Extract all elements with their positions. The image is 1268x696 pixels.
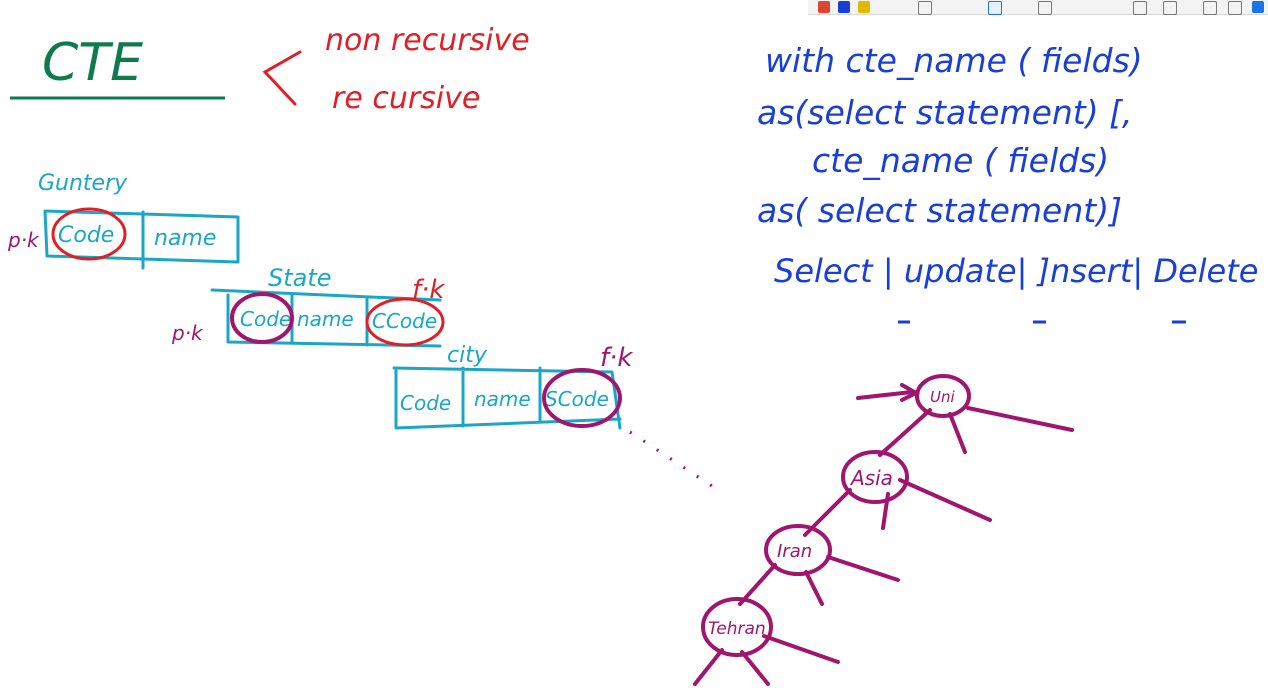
country-col-code: Code (58, 223, 114, 248)
tree-node-tehran (701, 597, 773, 657)
lasso-icon[interactable] (918, 1, 932, 15)
syntax-line-5: Select | update| ]nsert| Delete (774, 252, 1258, 290)
highlighter-icon[interactable] (838, 1, 850, 13)
state-col-code: Code (240, 307, 291, 331)
types-bracket (262, 50, 302, 106)
tree-node-uni-label: Uni (930, 388, 955, 406)
city-col-name: name (474, 387, 531, 411)
table-country-name: Guntery (38, 171, 128, 196)
state-pk-circle (230, 292, 294, 344)
hierarchy-tree: Uni Asia Iran Tehran (693, 374, 1074, 686)
table-state-name: State (268, 264, 332, 292)
city-fk-label: f·k (600, 343, 633, 373)
state-pk-label: p·k (171, 321, 204, 345)
table-city: city Code name SCode f·k (392, 343, 713, 488)
syntax-line-3: cte_name ( fields) (812, 141, 1109, 180)
city-col-scode: SCode (545, 387, 609, 411)
syntax-line-4: as( select statement)] (757, 191, 1122, 230)
city-fk-circle (542, 368, 622, 428)
tree-node-asia (841, 450, 909, 504)
state-col-name: name (297, 307, 354, 331)
cte-title: CTE (42, 33, 143, 93)
tree-node-uni (915, 374, 971, 418)
undo-icon[interactable] (988, 1, 1002, 15)
minimize-icon[interactable] (1203, 1, 1217, 15)
continuation-dots (629, 430, 713, 488)
state-fk-circle (365, 297, 445, 347)
country-pk-circle (51, 207, 127, 261)
tree-node-iran-label: Iran (777, 541, 812, 562)
type-recursive: re cursive (332, 81, 480, 116)
state-fk-label: f·k (412, 275, 445, 305)
syntax-line-2: as(select statement) [, (757, 93, 1132, 132)
menu-icon[interactable] (1163, 1, 1177, 15)
table-city-name: city (447, 343, 488, 368)
pen-color-icon[interactable] (818, 1, 830, 13)
country-pk-label: p·k (7, 228, 40, 252)
close-icon[interactable] (1252, 1, 1264, 13)
tree-node-tehran-label: Tehran (708, 619, 766, 639)
drawing-toolbar (808, 0, 1268, 15)
eraser-icon[interactable] (858, 1, 870, 13)
maximize-icon[interactable] (1228, 1, 1242, 15)
tree-node-asia-text: Asia (849, 466, 893, 490)
type-non-recursive: non recursive (325, 23, 530, 58)
tree-node-iran (764, 524, 832, 576)
table-state: State Code name CCode p·k f·k (171, 264, 445, 348)
syntax-line-1: with cte_name ( fields) (765, 41, 1143, 80)
table-country: Guntery Code name p·k (7, 171, 240, 270)
window-icon[interactable] (1133, 1, 1147, 15)
state-col-ccode: CCode (372, 309, 437, 333)
root-arrow (856, 390, 914, 400)
city-col-code: Code (400, 391, 451, 415)
redo-icon[interactable] (1038, 1, 1052, 15)
country-col-name: name (154, 226, 216, 251)
